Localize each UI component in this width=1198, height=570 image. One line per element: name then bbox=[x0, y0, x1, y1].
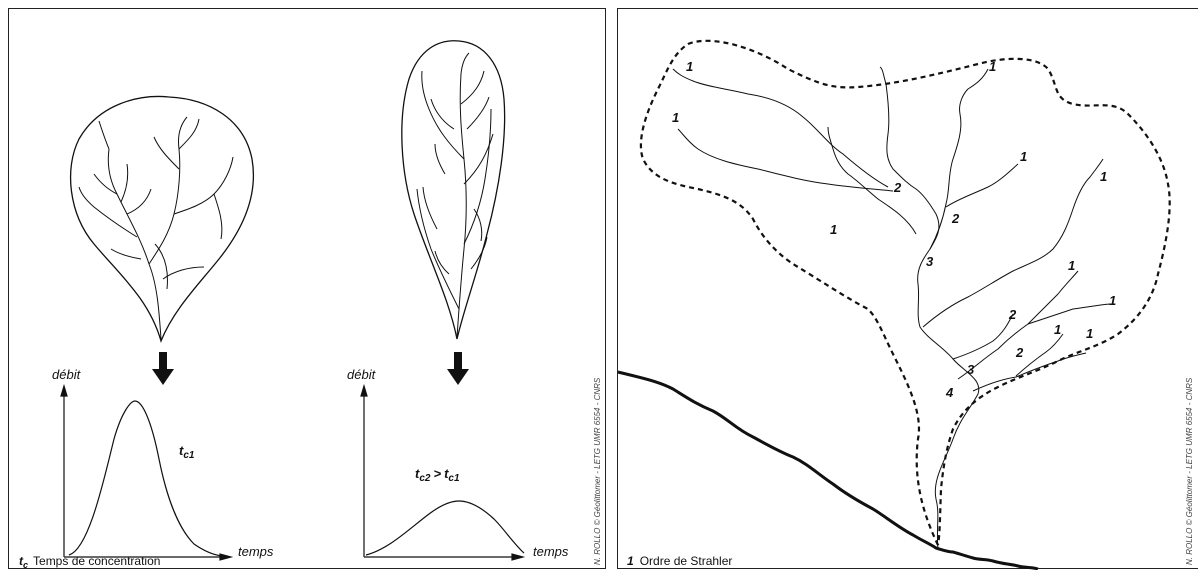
graph1-ylabel: débit bbox=[52, 367, 82, 382]
hydrograph-2-curve bbox=[365, 500, 525, 556]
order-label: 1 bbox=[672, 110, 679, 125]
strahler-order-labels: 1 1 1 1 1 2 2 1 3 1 2 1 1 2 1 3 4 bbox=[672, 59, 1116, 400]
graph1-xlabel: temps bbox=[238, 544, 274, 559]
main-river bbox=[617, 370, 1039, 570]
order-label: 1 bbox=[1020, 149, 1027, 164]
down-arrow-icon bbox=[152, 352, 174, 385]
order-label: 1 bbox=[830, 222, 837, 237]
elongated-basin-network bbox=[416, 52, 494, 338]
order-label: 1 bbox=[686, 59, 693, 74]
order-label: 1 bbox=[989, 59, 996, 74]
order-label: 1 bbox=[1100, 169, 1107, 184]
order-label: 2 bbox=[1015, 345, 1024, 360]
down-arrow-icon bbox=[447, 352, 469, 385]
order-label: 2 bbox=[893, 180, 902, 195]
order-label: 2 bbox=[1008, 307, 1017, 322]
x-axis-arrow-icon bbox=[219, 553, 234, 561]
order-label: 3 bbox=[926, 254, 934, 269]
elongated-basin bbox=[401, 40, 506, 340]
order-label: 2 bbox=[951, 211, 960, 226]
x-axis-arrow-icon bbox=[511, 553, 526, 561]
watershed-boundary bbox=[639, 39, 1171, 546]
order-label: 4 bbox=[945, 385, 954, 400]
order-label: 1 bbox=[1109, 293, 1116, 308]
river-network bbox=[672, 66, 1111, 550]
order-label: 1 bbox=[1054, 322, 1061, 337]
order-label: 1 bbox=[1068, 258, 1075, 273]
hydrograph-1 bbox=[60, 383, 234, 561]
round-basin bbox=[69, 95, 254, 343]
graph2-ylabel: débit bbox=[347, 367, 377, 382]
tc1-label: tc1 bbox=[179, 443, 195, 461]
credit-text: N. ROLLO © Géolittomer - LETG UMR 6554 -… bbox=[1185, 377, 1194, 565]
order-label: 1 bbox=[1086, 326, 1093, 341]
order-label: 3 bbox=[967, 362, 975, 377]
y-axis-arrow-icon bbox=[60, 383, 68, 397]
graph2-xlabel: temps bbox=[533, 544, 569, 559]
round-basin-outline bbox=[69, 95, 254, 343]
hydrograph-1-curve bbox=[68, 400, 223, 557]
elongated-basin-outline bbox=[401, 40, 506, 340]
hydrograph-2 bbox=[360, 383, 526, 561]
y-axis-arrow-icon bbox=[360, 383, 368, 397]
tc2-gt-tc1-label: tc2>tc1 bbox=[415, 466, 460, 484]
round-basin-network bbox=[78, 116, 234, 340]
credit-text: N. ROLLO © Géolittomer - LETG UMR 6554 -… bbox=[593, 377, 602, 565]
